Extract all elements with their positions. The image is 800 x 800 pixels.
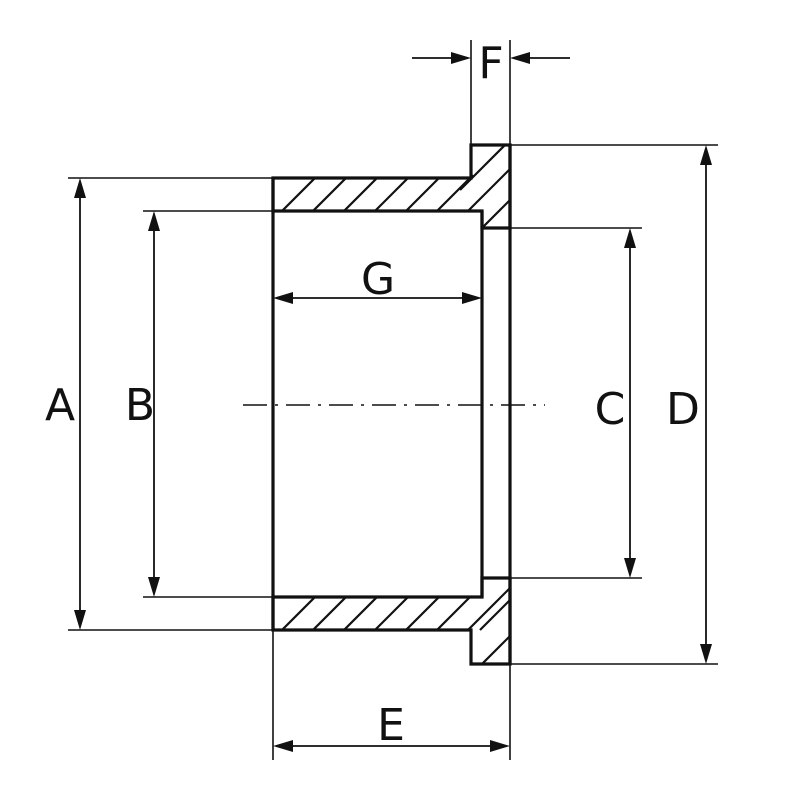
dimension-a: A — [45, 178, 86, 630]
dimension-label-c: C — [595, 384, 626, 435]
dimension-d: D — [666, 145, 712, 664]
dimension-g: G — [273, 254, 482, 305]
dimension-e: E — [273, 700, 510, 752]
extension-lines — [68, 40, 718, 760]
dimension-label-b: B — [125, 380, 155, 431]
dimension-c: C — [595, 228, 636, 578]
dimension-label-d: D — [666, 384, 700, 435]
dimension-b: B — [125, 211, 160, 597]
dimension-label-e: E — [377, 700, 405, 751]
dimension-f: F — [412, 38, 570, 89]
dimension-label-a: A — [45, 380, 75, 431]
dimension-label-f: F — [478, 38, 503, 89]
bottom-wall-section — [271, 576, 512, 666]
dimension-label-g: G — [361, 254, 395, 305]
top-wall-section — [271, 143, 512, 230]
